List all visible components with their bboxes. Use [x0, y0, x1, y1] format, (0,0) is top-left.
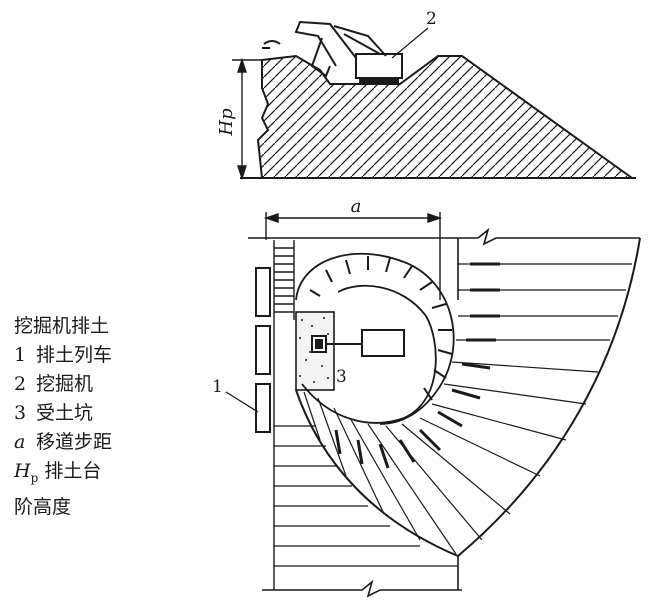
legend-item-1-text: 排土列车	[36, 344, 113, 366]
fan-radial-lines	[303, 263, 632, 555]
legend-hp-symbol: H	[14, 460, 31, 482]
legend-item-hp: Hp 排土台	[14, 457, 174, 493]
legend-hp-subscript: p	[30, 470, 39, 485]
curved-track-inner	[301, 284, 437, 424]
dump-slope-section	[256, 54, 636, 179]
legend-a-symbol: a	[14, 431, 26, 453]
top-break-mark	[477, 227, 640, 246]
plan-view: a 1	[212, 196, 641, 598]
legend-hp-text-1: 排土台	[44, 460, 102, 482]
legend-a-text: 移道步距	[36, 431, 113, 453]
hp-dimension-label: Hp	[216, 108, 237, 137]
legend-item-2: 2 挖掘机	[14, 370, 174, 399]
train-leader-line	[225, 391, 259, 413]
legend-item-a: a 移道步距	[14, 428, 174, 457]
dump-edge-strip	[273, 240, 295, 590]
legend-item-2-text: 挖掘机	[36, 373, 94, 395]
legend-item-1-num: 1	[14, 344, 27, 366]
legend-item-3-num: 3	[14, 402, 27, 424]
legend-hp-text-2: 阶高度	[14, 495, 72, 518]
hp-dimension	[232, 57, 262, 181]
legend-item-3: 3 受土坑	[14, 399, 174, 428]
dump-train	[255, 267, 271, 433]
legend-item-1: 1 排土列车	[14, 341, 174, 370]
curved-track-outer	[295, 252, 455, 425]
excavator-label-2: 2	[426, 9, 437, 29]
pit-label-3: 3	[336, 367, 347, 387]
pit-dots	[299, 317, 329, 383]
fan-dump-outline	[295, 237, 641, 558]
legend-item-3-text: 受土坑	[36, 402, 94, 424]
a-dimension-label: a	[351, 196, 362, 217]
excavator-side-view	[262, 20, 403, 85]
bottom-break-mark	[262, 579, 462, 598]
excavator-leader-line	[391, 27, 429, 59]
section-view: Hp 2	[216, 9, 636, 181]
legend: 挖掘机排土 1 排土列车 2 挖掘机 3 受土坑 a 移道步距 Hp 排土台 阶高度	[14, 312, 174, 522]
legend-title: 挖掘机排土	[14, 315, 110, 337]
legend-item-2-num: 2	[14, 373, 27, 395]
excavator-top-view	[311, 329, 405, 357]
track-ticks	[309, 256, 453, 401]
plan-horizontal-lines	[274, 425, 458, 567]
train-label-1: 1	[212, 377, 223, 397]
fan-heavy-ticks	[334, 262, 500, 469]
a-dimension	[263, 212, 443, 300]
